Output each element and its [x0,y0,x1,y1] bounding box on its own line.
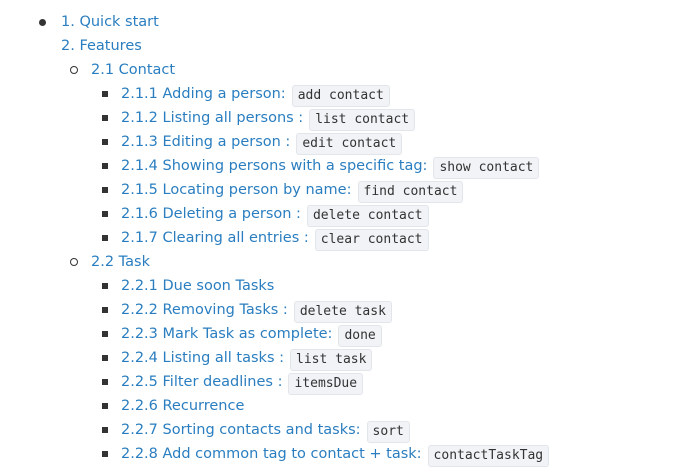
square-bullet-icon [102,331,108,337]
square-bullet-icon [102,403,108,409]
toc-item-task-8: 2.2.8 Add common tag to contact + task: c… [0,442,678,467]
contact-link[interactable]: 2.1 Contact [91,62,176,78]
toc-item-contact-5: 2.1.5 Locating person by name: find conta… [0,178,678,203]
square-bullet-icon [102,115,108,121]
command-code: list task [290,349,373,371]
disc-bullet-icon [39,19,46,26]
toc-link[interactable]: 2.1.4 Showing persons with a specific ta… [121,158,428,174]
toc-item-features: 2. Features [0,34,678,58]
square-bullet-icon [102,187,108,193]
toc-item-task: 2.2 Task [0,250,678,274]
toc-item-task-3: 2.2.3 Mark Task as complete: done [0,322,678,347]
toc-item-contact-7: 2.1.7 Clearing all entries : clear contac… [0,226,678,251]
square-bullet-icon [102,211,108,217]
square-bullet-icon [102,163,108,169]
command-code: sort [366,421,410,443]
toc-item-contact-2: 2.1.2 Listing all persons : list contact [0,106,678,131]
command-code: edit contact [296,133,403,155]
command-code: itemsDue [288,373,364,395]
toc-item-task-2: 2.2.2 Removing Tasks : delete task [0,298,678,323]
features-link[interactable]: 2. Features [61,38,142,54]
task-items: 2.2.1 Due soon Tasks 2.2.2 Removing Tasks… [0,274,678,467]
toc-link[interactable]: 2.2.4 Listing all tasks : [121,350,285,366]
toc-link[interactable]: 2.1.2 Listing all persons : [121,110,304,126]
circle-bullet-icon [70,258,78,266]
square-bullet-icon [102,355,108,361]
toc-item-contact-3: 2.1.3 Editing a person : edit contact [0,130,678,155]
toc-link[interactable]: 2.2.8 Add common tag to contact + task: [121,446,422,462]
square-bullet-icon [102,307,108,313]
disc-bullet-icon [39,43,46,50]
toc-link[interactable]: 2.1.3 Editing a person : [121,134,291,150]
task-section: 2.2 Task [0,250,678,274]
command-code: delete contact [306,205,429,227]
square-bullet-icon [102,139,108,145]
contact-section: 2.1 Contact [0,58,678,82]
toc-link[interactable]: 2.1.5 Locating person by name: [121,182,352,198]
toc-link[interactable]: 2.2.6 Recurrence [121,398,245,414]
command-code: done [338,325,382,347]
square-bullet-icon [102,283,108,289]
toc-list: 1. Quick start 2. Features [0,10,678,58]
command-code: find contact [357,181,464,203]
toc-item-task-5: 2.2.5 Filter deadlines : itemsDue [0,370,678,395]
square-bullet-icon [102,91,108,97]
command-code: add contact [291,85,390,107]
command-code: show contact [433,157,540,179]
square-bullet-icon [102,379,108,385]
command-code: contactTaskTag [427,445,550,467]
command-code: list contact [309,109,416,131]
toc-link[interactable]: 2.1.6 Deleting a person : [121,206,301,222]
toc-item-task-4: 2.2.4 Listing all tasks : list task [0,346,678,371]
command-code: delete task [293,301,392,323]
toc-item-task-1: 2.2.1 Due soon Tasks [0,274,678,298]
task-link[interactable]: 2.2 Task [91,254,150,270]
toc-link[interactable]: 2.2.1 Due soon Tasks [121,278,275,294]
toc-link[interactable]: 2.1.1 Adding a person: [121,86,286,102]
toc-link[interactable]: 2.2.3 Mark Task as complete: [121,326,333,342]
quick-start-link[interactable]: 1. Quick start [61,14,159,30]
circle-bullet-icon [70,66,78,74]
toc-item-contact-4: 2.1.4 Showing persons with a specific ta… [0,154,678,179]
toc-link[interactable]: 2.2.5 Filter deadlines : [121,374,283,390]
toc-item-task-6: 2.2.6 Recurrence [0,394,678,418]
command-code: clear contact [314,229,429,251]
toc-link[interactable]: 2.2.2 Removing Tasks : [121,302,288,318]
toc-item-quick-start: 1. Quick start [0,10,678,34]
square-bullet-icon [102,427,108,433]
toc-item-contact-6: 2.1.6 Deleting a person : delete contact [0,202,678,227]
toc-item-contact: 2.1 Contact [0,58,678,82]
toc-link[interactable]: 2.1.7 Clearing all entries : [121,230,309,246]
square-bullet-icon [102,235,108,241]
square-bullet-icon [102,451,108,457]
toc-item-contact-1: 2.1.1 Adding a person: add contact [0,82,678,107]
toc-link[interactable]: 2.2.7 Sorting contacts and tasks: [121,422,361,438]
toc-item-task-7: 2.2.7 Sorting contacts and tasks: sort [0,418,678,443]
